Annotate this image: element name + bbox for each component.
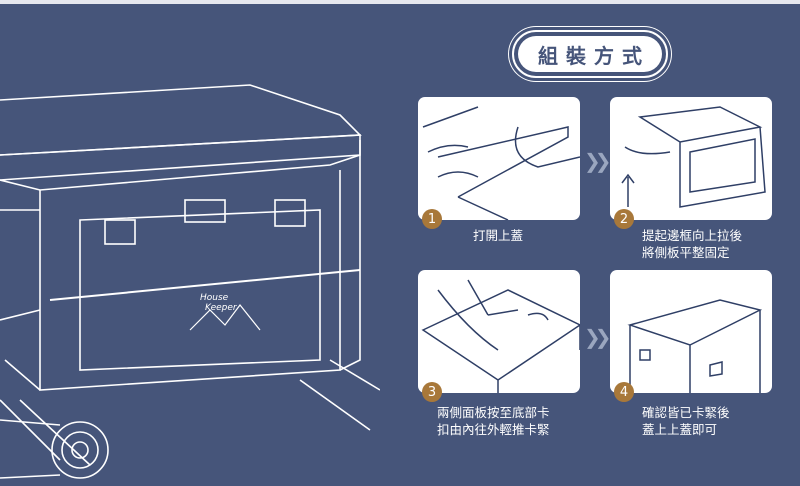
caption-line: 提起邊框向上拉後: [642, 228, 743, 243]
caption-line: 確認皆已卡緊後: [642, 405, 730, 420]
step-3-badge: 3: [422, 382, 442, 402]
page-title: 組裝方式: [518, 36, 662, 72]
step-2-caption: 提起邊框向上拉後將側板平整固定: [642, 227, 742, 261]
step-1-caption: 打開上蓋: [473, 227, 523, 244]
step-4-badge: 4: [614, 382, 634, 402]
chevron-right-icon: ❯❯: [584, 325, 611, 349]
step-1-image: [418, 97, 580, 220]
caption-line: 蓋上上蓋即可: [642, 422, 718, 437]
title-badge: 組裝方式: [512, 30, 668, 78]
step-3-caption: 兩側面板按至底部卡扣由內往外輕推卡緊: [437, 404, 550, 438]
top-strip: [0, 0, 800, 4]
svg-text:Keeper: Keeper: [205, 303, 238, 313]
step-2-badge: 2: [614, 209, 634, 229]
caption-line: 打開上蓋: [473, 228, 524, 243]
step-2-image: [610, 97, 772, 220]
step-1-badge: 1: [422, 209, 442, 229]
step-3-image: [418, 270, 580, 393]
chevron-right-icon: ❯❯: [584, 149, 611, 173]
caption-line: 將側板平整固定: [642, 245, 730, 260]
svg-text:House: House: [200, 293, 229, 303]
caption-line: 扣由內往外輕推卡緊: [437, 422, 550, 437]
step-4-image: [610, 270, 772, 393]
storage-box-illustration: House Keeper: [0, 84, 380, 479]
step-4-caption: 確認皆已卡緊後蓋上上蓋即可: [642, 404, 730, 438]
caption-line: 兩側面板按至底部卡: [437, 405, 550, 420]
